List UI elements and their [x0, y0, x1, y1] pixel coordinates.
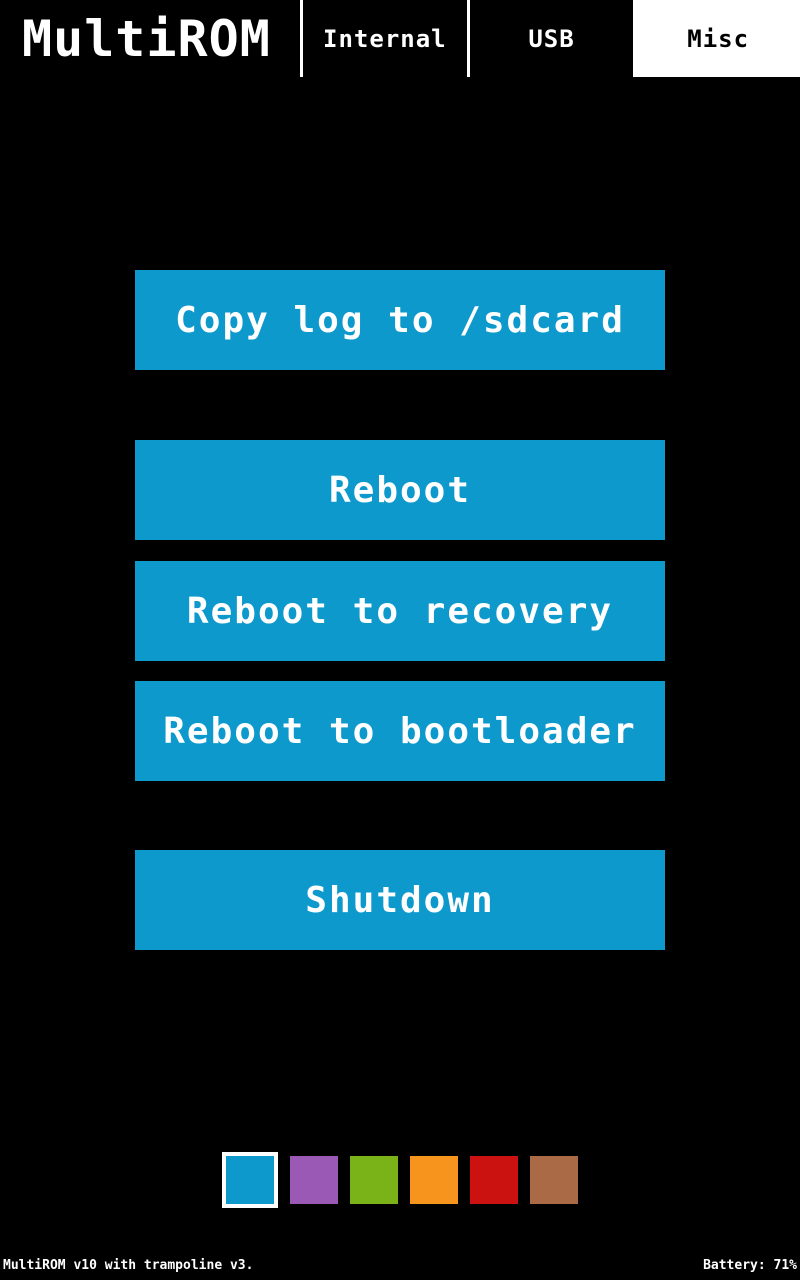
reboot-to-bootloader-button[interactable]: Reboot to bootloader: [135, 681, 665, 781]
swatch-orange[interactable]: [410, 1156, 458, 1204]
swatch-red[interactable]: [470, 1156, 518, 1204]
app-title: MultiROM: [22, 9, 271, 68]
reboot-to-recovery-button[interactable]: Reboot to recovery: [135, 561, 665, 661]
battery-text: Battery: 71%: [703, 1257, 797, 1273]
tab-usb-label: USB: [528, 24, 575, 53]
tab-internal[interactable]: Internal: [300, 0, 467, 77]
reboot-button[interactable]: Reboot: [135, 440, 665, 540]
swatch-blue[interactable]: [222, 1152, 278, 1208]
theme-swatch-row: [0, 1152, 800, 1208]
header: MultiROM Internal USB Misc: [0, 0, 800, 77]
version-text: MultiROM v10 with trampoline v3.: [3, 1257, 254, 1273]
swatch-brown[interactable]: [530, 1156, 578, 1204]
tab-bar: Internal USB Misc: [300, 0, 800, 77]
status-bar: MultiROM v10 with trampoline v3. Battery…: [0, 1250, 800, 1280]
copy-log-button[interactable]: Copy log to /sdcard: [135, 270, 665, 370]
shutdown-button[interactable]: Shutdown: [135, 850, 665, 950]
tab-internal-label: Internal: [323, 24, 447, 53]
swatch-green[interactable]: [350, 1156, 398, 1204]
swatch-purple[interactable]: [290, 1156, 338, 1204]
tab-usb[interactable]: USB: [466, 0, 634, 77]
tab-misc-label: Misc: [687, 24, 750, 53]
tab-misc[interactable]: Misc: [633, 0, 800, 77]
